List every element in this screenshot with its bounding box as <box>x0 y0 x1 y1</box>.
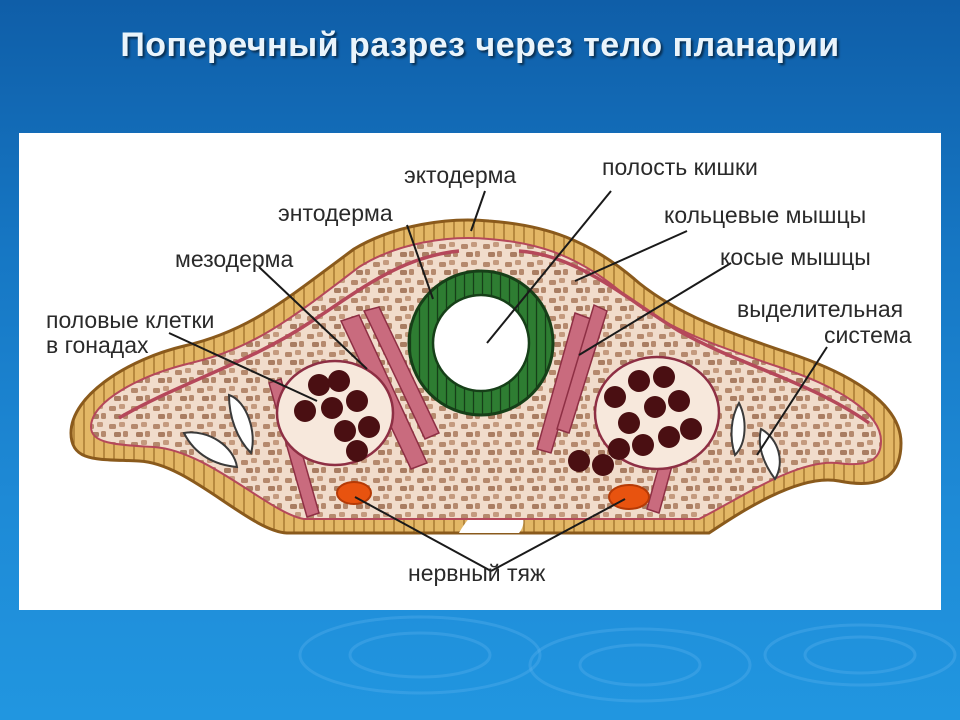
gut-lumen <box>431 293 531 393</box>
slide-title: Поперечный разрез через тело планарии <box>120 26 840 64</box>
leader-lines <box>168 190 828 572</box>
label-ring-muscles: кольцевые мышцы <box>664 202 866 228</box>
label-excretory-line2: система <box>824 322 912 348</box>
label-oblique-muscles: косые мышцы <box>720 244 871 270</box>
label-excretory-line1: выделительная <box>737 296 903 322</box>
planaria-cross-section-diagram: эктодерма энтодерма мезодерма половые кл… <box>46 154 912 586</box>
label-nerve-cord: нервный тяж <box>408 560 546 586</box>
label-endoderm: энтодерма <box>278 200 393 226</box>
ring-muscle-fibers <box>118 249 871 425</box>
gonad-left <box>275 359 395 467</box>
gonad-right <box>568 355 721 476</box>
diagram-panel: эктодерма энтодерма мезодерма половые кл… <box>19 133 941 610</box>
label-gut-cavity: полость кишки <box>602 154 758 180</box>
label-germ-cells-line1: половые клетки <box>46 307 214 333</box>
label-germ-cells-line2: в гонадах <box>46 332 149 358</box>
label-mesoderm: мезодерма <box>175 246 293 272</box>
label-ectoderm: эктодерма <box>404 162 516 188</box>
